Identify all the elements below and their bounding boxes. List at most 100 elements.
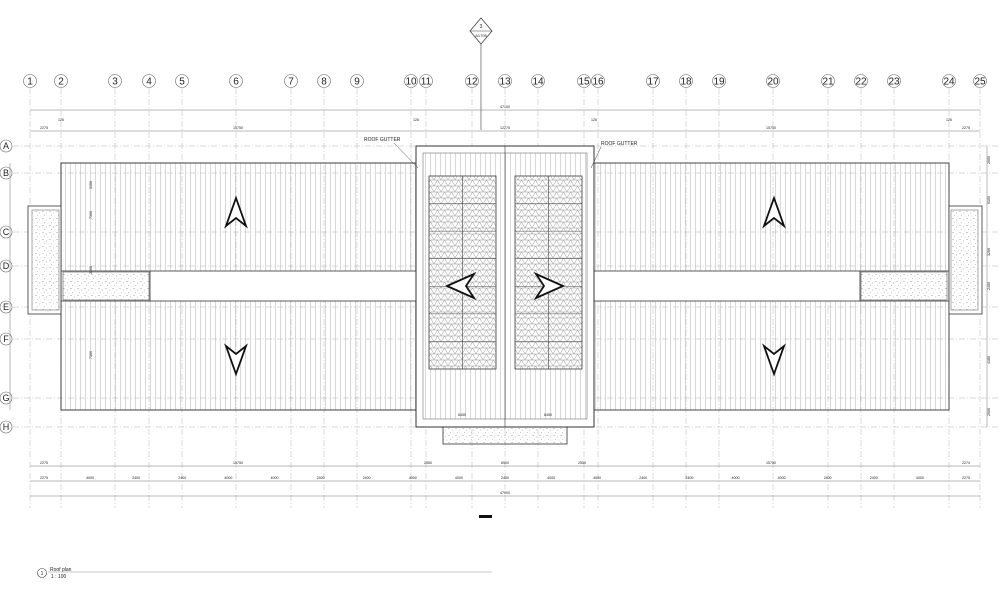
dim-center-width: 6450 bbox=[544, 413, 552, 417]
dim-bottom-seg: 2400 bbox=[639, 476, 647, 480]
slope-arrow-down-icon bbox=[762, 343, 786, 377]
dim-right-side: 3200 bbox=[987, 248, 991, 256]
grid-column-label: 4 bbox=[146, 77, 152, 88]
dim-bottom-seg: 4000 bbox=[732, 476, 740, 480]
dim-top-seg: 2275 bbox=[962, 126, 970, 130]
dim-bottom-seg: 4000 bbox=[409, 476, 417, 480]
grid-bubble-column: 11 bbox=[419, 74, 433, 88]
grid-bubble-column: 24 bbox=[942, 74, 956, 88]
title-block-number: 1 bbox=[41, 571, 44, 577]
grid-column-label: 20 bbox=[767, 77, 779, 88]
grid-bubble-column: 8 bbox=[317, 74, 331, 88]
dim-bottom-overall: 47000 bbox=[500, 491, 510, 495]
grid-column-label: 3 bbox=[112, 77, 118, 88]
slope-arrow-up-icon bbox=[224, 195, 248, 229]
grid-column-label: 2 bbox=[58, 77, 64, 88]
center-roof-block: 6450 6450 bbox=[415, 145, 595, 445]
dim-top-seg: 12275 bbox=[500, 126, 510, 130]
dim-bottom-seg: 2550 bbox=[578, 461, 586, 465]
dim-top-overall: 47100 bbox=[500, 105, 510, 109]
dim-bottom-seg: 4000 bbox=[593, 476, 601, 480]
section-marker[interactable]: 3 A1705 bbox=[469, 17, 493, 130]
dim-left-side: 7300 bbox=[89, 211, 93, 219]
dim-top-seg: 15750 bbox=[233, 126, 243, 130]
grid-bubble-column: 15 bbox=[577, 74, 591, 88]
grid-bubble-row: G bbox=[0, 391, 13, 405]
dim-bottom-seg: 2400 bbox=[317, 476, 325, 480]
dim-left-side: 3200 bbox=[89, 266, 93, 274]
grid-bubble-column: 20 bbox=[766, 74, 780, 88]
grid-column-label: 11 bbox=[421, 77, 432, 88]
slope-arrow-up-icon bbox=[762, 195, 786, 229]
slope-arrows bbox=[224, 195, 786, 377]
grid-column-label: 12 bbox=[466, 77, 478, 88]
grid-column-label: 24 bbox=[943, 77, 955, 88]
grid-column-label: 17 bbox=[647, 77, 659, 88]
grid-column-label: 1 bbox=[27, 77, 33, 88]
grid-row-label: E bbox=[3, 302, 9, 312]
grid-bubble-column: 13 bbox=[498, 74, 512, 88]
grid-bubble-row: D bbox=[0, 259, 13, 273]
dim-bottom-seg: 2400 bbox=[824, 476, 832, 480]
dim-left-side: 3150 bbox=[89, 181, 93, 189]
grid-bubble-row: B bbox=[0, 166, 13, 180]
grid-row-label: G bbox=[2, 393, 9, 403]
dim-bottom-seg: 2275 bbox=[40, 476, 48, 480]
grid-column-label: 9 bbox=[354, 77, 360, 88]
grid-bubble-row: E bbox=[0, 300, 13, 314]
dim-bottom-seg: 2400 bbox=[501, 476, 509, 480]
grid-bubble-column: 12 bbox=[465, 74, 479, 88]
slope-arrow-right-icon bbox=[533, 271, 566, 301]
dim-right-side: 2000 bbox=[987, 156, 991, 164]
dim-right-side: 2400 bbox=[987, 282, 991, 290]
dim-bottom-seg: 6900 bbox=[501, 461, 509, 465]
grid-row-label: F bbox=[3, 334, 9, 344]
grid-column-label: 8 bbox=[321, 77, 327, 88]
grid-bubble-column: 17 bbox=[646, 74, 660, 88]
grid-bubble-column: 9 bbox=[350, 74, 364, 88]
dim-bottom-seg: 4000 bbox=[86, 476, 94, 480]
dim-bottom-seg: 2274 bbox=[962, 461, 970, 465]
dim-bottom-seg: 2400 bbox=[870, 476, 878, 480]
dim-right-side: 6100 bbox=[987, 196, 991, 204]
grid-bubble-row: H bbox=[0, 420, 13, 434]
grid-bubble-column: 10 bbox=[404, 74, 418, 88]
dim-bottom-seg: 2400 bbox=[178, 476, 186, 480]
dim-bottom-seg: 4000 bbox=[271, 476, 279, 480]
title-block: 1 Roof plan 1 : 100 bbox=[37, 567, 492, 580]
dim-bottom-seg: 4000 bbox=[455, 476, 463, 480]
dim-bottom-seg: 4000 bbox=[547, 476, 555, 480]
grid-column-label: 16 bbox=[592, 77, 604, 88]
dim-bottom-seg: 4000 bbox=[224, 476, 232, 480]
grid-column-label: 22 bbox=[855, 77, 867, 88]
slope-arrow-left-icon bbox=[444, 271, 477, 301]
grid-row-label: A bbox=[3, 141, 9, 151]
grid-row-label: B bbox=[3, 168, 9, 178]
grid-column-label: 19 bbox=[713, 77, 725, 88]
grid-column-label: 10 bbox=[405, 77, 417, 88]
grid-bubble-column: 4 bbox=[142, 74, 156, 88]
grid-row-label: C bbox=[3, 227, 10, 237]
dim-bottom-seg: 15750 bbox=[233, 461, 243, 465]
left-roof-wing bbox=[27, 162, 417, 411]
dim-right-side: 4180 bbox=[987, 356, 991, 364]
grid-bubble-column: 18 bbox=[679, 74, 693, 88]
dim-top-seg: 2275 bbox=[40, 126, 48, 130]
dim-top-small: 126 bbox=[591, 118, 597, 122]
grid-bubble-row: A bbox=[0, 139, 13, 153]
gutter-label-left: ROOF GUTTER bbox=[364, 137, 401, 143]
grid-bubble-column: 5 bbox=[175, 74, 189, 88]
title-block-scale: 1 : 100 bbox=[51, 574, 67, 580]
grid-bubble-column: 6 bbox=[229, 74, 243, 88]
grid-column-label: 15 bbox=[578, 77, 590, 88]
grid-column-label: 5 bbox=[179, 77, 185, 88]
dim-bottom-seg: 2275 bbox=[40, 461, 48, 465]
grid-bubble-column: 2 bbox=[54, 74, 68, 88]
grid-bubble-column: 21 bbox=[821, 74, 835, 88]
dim-bottom-seg: 4000 bbox=[778, 476, 786, 480]
slope-arrow-down-icon bbox=[224, 343, 248, 377]
grid-bubble-column: 25 bbox=[973, 74, 987, 88]
grid-column-label: 18 bbox=[680, 77, 692, 88]
